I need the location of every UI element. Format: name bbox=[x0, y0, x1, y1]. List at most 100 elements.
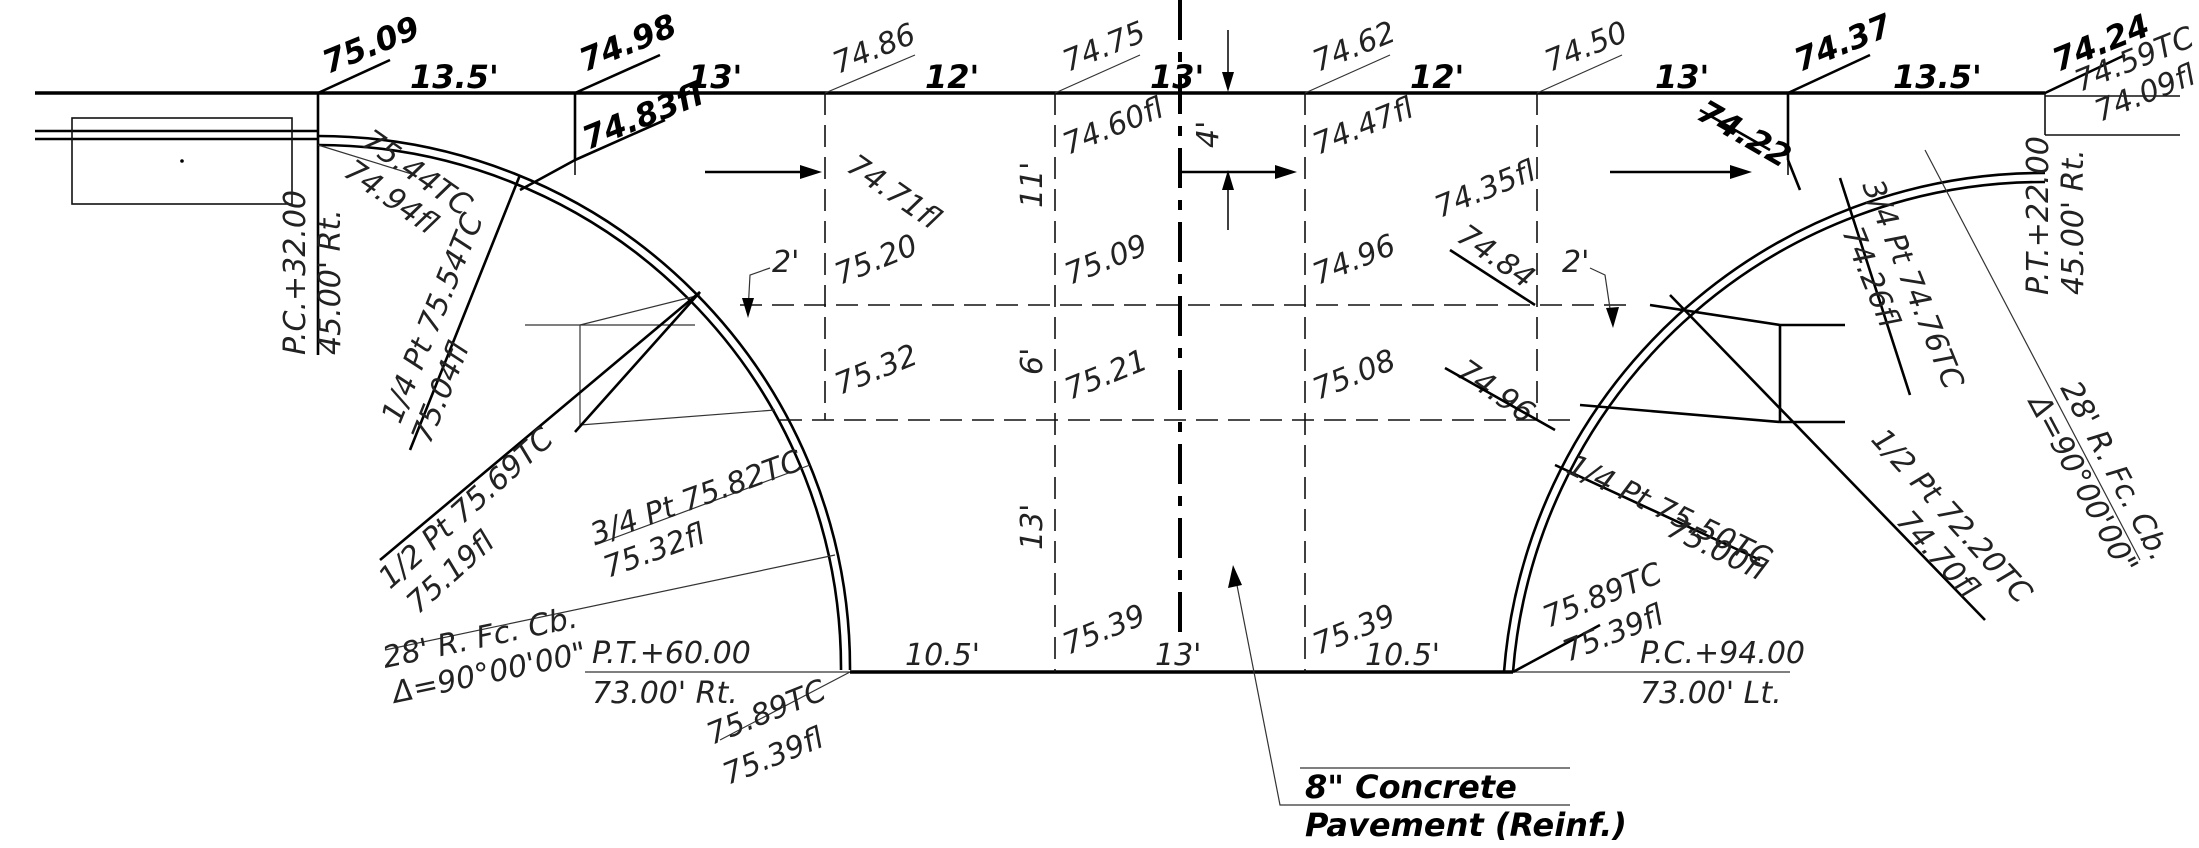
left-pt-station: P.T.+60.00 bbox=[592, 636, 751, 671]
dim-13: 13' bbox=[1015, 504, 1050, 550]
left-island-bottom bbox=[579, 409, 776, 426]
width-6: 13' bbox=[1655, 58, 1709, 96]
row3-3: 75.08 bbox=[1308, 343, 1401, 408]
leader-mid-2 bbox=[1054, 54, 1141, 94]
right-half-pt-leader bbox=[1669, 294, 1986, 621]
pavement-note-line1: 8" Concrete bbox=[1305, 768, 1517, 806]
structure-point bbox=[180, 159, 184, 163]
elev-left-end: 75.09 bbox=[317, 8, 425, 81]
left-curve-labels: P.C.+32.00 45.00' Rt. 75.44TC 74.94fl 1/… bbox=[278, 123, 831, 793]
left-pc-station: P.C.+32.00 bbox=[278, 190, 313, 355]
row2-4-leader bbox=[1449, 248, 1536, 307]
elev-mid-4: 74.50 bbox=[1540, 15, 1633, 80]
elev-right-return-fl: 74.22 bbox=[1691, 92, 1798, 176]
dim-4-arrowhead-top bbox=[1222, 72, 1234, 92]
bottom-elev-1: 75.39 bbox=[1058, 598, 1151, 663]
right-return-wedge-d bbox=[1786, 159, 1802, 191]
right-curb-arc-outer bbox=[1502, 171, 2046, 673]
row2-2: 75.09 bbox=[1060, 228, 1153, 293]
right-pc-offset: 73.00' Lt. bbox=[1640, 676, 1782, 711]
row3-2: 75.21 bbox=[1060, 343, 1153, 408]
leader-mid-3 bbox=[1304, 54, 1391, 94]
leader-mid-4 bbox=[1536, 54, 1623, 94]
dim-4: 4' bbox=[1191, 121, 1226, 148]
leader-left-return bbox=[574, 53, 661, 95]
leader-right-end bbox=[2044, 53, 2126, 95]
two-ft-arrowhead-left bbox=[742, 298, 754, 318]
width-5: 12' bbox=[1410, 58, 1464, 96]
gutter-3: 74.47fl bbox=[1308, 90, 1419, 162]
pavement-note: 8" Concrete Pavement (Reinf.) bbox=[1305, 768, 1627, 844]
right-pt-offset: 45.00' Rt. bbox=[2056, 149, 2091, 295]
two-ft-arrowhead-right bbox=[1606, 307, 1619, 328]
left-pt-leader bbox=[719, 671, 851, 741]
left-quarter-leader bbox=[574, 291, 701, 433]
dim-11: 11' bbox=[1015, 162, 1050, 208]
row2-3: 74.96 bbox=[1308, 228, 1401, 293]
two-ft-left: 2' bbox=[772, 245, 799, 280]
row2-1: 75.20 bbox=[830, 228, 923, 293]
bottom-width-1: 10.5' bbox=[905, 638, 980, 673]
pavement-note-line2: Pavement (Reinf.) bbox=[1305, 806, 1627, 844]
bottom-width-2: 13' bbox=[1155, 638, 1201, 673]
left-3q-pt-leader bbox=[594, 464, 811, 546]
left-island-diag bbox=[579, 294, 701, 326]
width-4: 13' bbox=[1150, 58, 1204, 96]
right-radius-leader bbox=[1924, 149, 2141, 561]
right-island-bottom bbox=[1579, 403, 1781, 424]
left-curb-arc-inner bbox=[317, 143, 843, 671]
right-3q-pt-leader bbox=[1838, 177, 1912, 396]
left-pc-offset: 45.00' Rt. bbox=[313, 209, 348, 355]
leader-mid-1 bbox=[824, 54, 916, 94]
section-dimensions: 4' 11' 6' 13' 2' 2' bbox=[772, 121, 1589, 550]
gutter-row: 74.71fl 74.60fl 74.47fl 74.35fl bbox=[840, 90, 1541, 237]
left-half-pt-leader bbox=[379, 291, 701, 561]
left-quarter-pt-leader bbox=[408, 174, 522, 451]
left-return-wedge-d bbox=[519, 158, 576, 192]
gutter-2: 74.60fl bbox=[1058, 90, 1169, 162]
bottom-width-3: 10.5' bbox=[1365, 638, 1440, 673]
row3-4: 74.96 bbox=[1450, 353, 1540, 431]
row-2-elevations: 75.20 75.09 74.96 74.84 bbox=[830, 218, 1541, 307]
left-pt-offset: 73.00' Rt. bbox=[592, 676, 738, 711]
right-island-top bbox=[1649, 303, 1781, 327]
left-pc-leader bbox=[317, 144, 416, 176]
right-pt-station: P.T.+22.00 bbox=[2021, 136, 2056, 295]
left-curb-arc-outer bbox=[317, 134, 852, 671]
dim-6: 6' bbox=[1015, 348, 1050, 375]
flow-arrowhead-right bbox=[1730, 165, 1752, 179]
leader-right-return-fl bbox=[1699, 108, 1771, 152]
linework bbox=[35, 0, 2180, 806]
gutter-4: 74.35fl bbox=[1430, 153, 1541, 225]
right-curb-arc-inner bbox=[1511, 180, 2046, 673]
right-quarter-pt-leader bbox=[1554, 463, 1761, 562]
existing-structure-box bbox=[71, 117, 293, 205]
left-radius-leader bbox=[384, 554, 836, 651]
pavement-note-arrowhead bbox=[1228, 565, 1242, 588]
row-3-elevations: 75.32 75.21 75.08 74.96 bbox=[830, 338, 1556, 432]
row2-4: 74.84 bbox=[1450, 218, 1540, 296]
two-ft-leader-right bbox=[1589, 267, 1613, 323]
gutter-1: 74.71fl bbox=[840, 148, 947, 237]
flow-arrowhead-left bbox=[800, 165, 822, 179]
bottom-row: 75.39 75.39 10.5' 13' 10.5' bbox=[905, 598, 1440, 673]
elev-mid-2: 74.75 bbox=[1058, 15, 1151, 80]
width-2: 13' bbox=[688, 58, 742, 96]
leader-left-return-fl bbox=[574, 118, 666, 162]
width-3: 12' bbox=[925, 58, 979, 96]
right-curve-labels: P.T.+22.00 45.00' Rt. 3/4 Pt 74.76TC 74.… bbox=[1538, 136, 2177, 711]
right-pc-station: P.C.+94.00 bbox=[1640, 636, 1805, 671]
width-7: 13.5' bbox=[1893, 58, 1982, 96]
width-1: 13.5' bbox=[410, 58, 499, 96]
centerline-arrowhead bbox=[1275, 165, 1297, 179]
leader-right-return bbox=[1787, 53, 1871, 95]
two-ft-right: 2' bbox=[1562, 245, 1589, 280]
dim-4-arrowhead-bottom bbox=[1222, 170, 1234, 190]
right-pc-leader bbox=[1512, 623, 1601, 674]
row3-4-leader bbox=[1444, 366, 1556, 432]
row3-1: 75.32 bbox=[830, 338, 923, 403]
leader-left-end bbox=[317, 58, 391, 95]
pavement-note-leader bbox=[1234, 574, 1570, 806]
elev-mid-3: 74.62 bbox=[1308, 15, 1401, 80]
